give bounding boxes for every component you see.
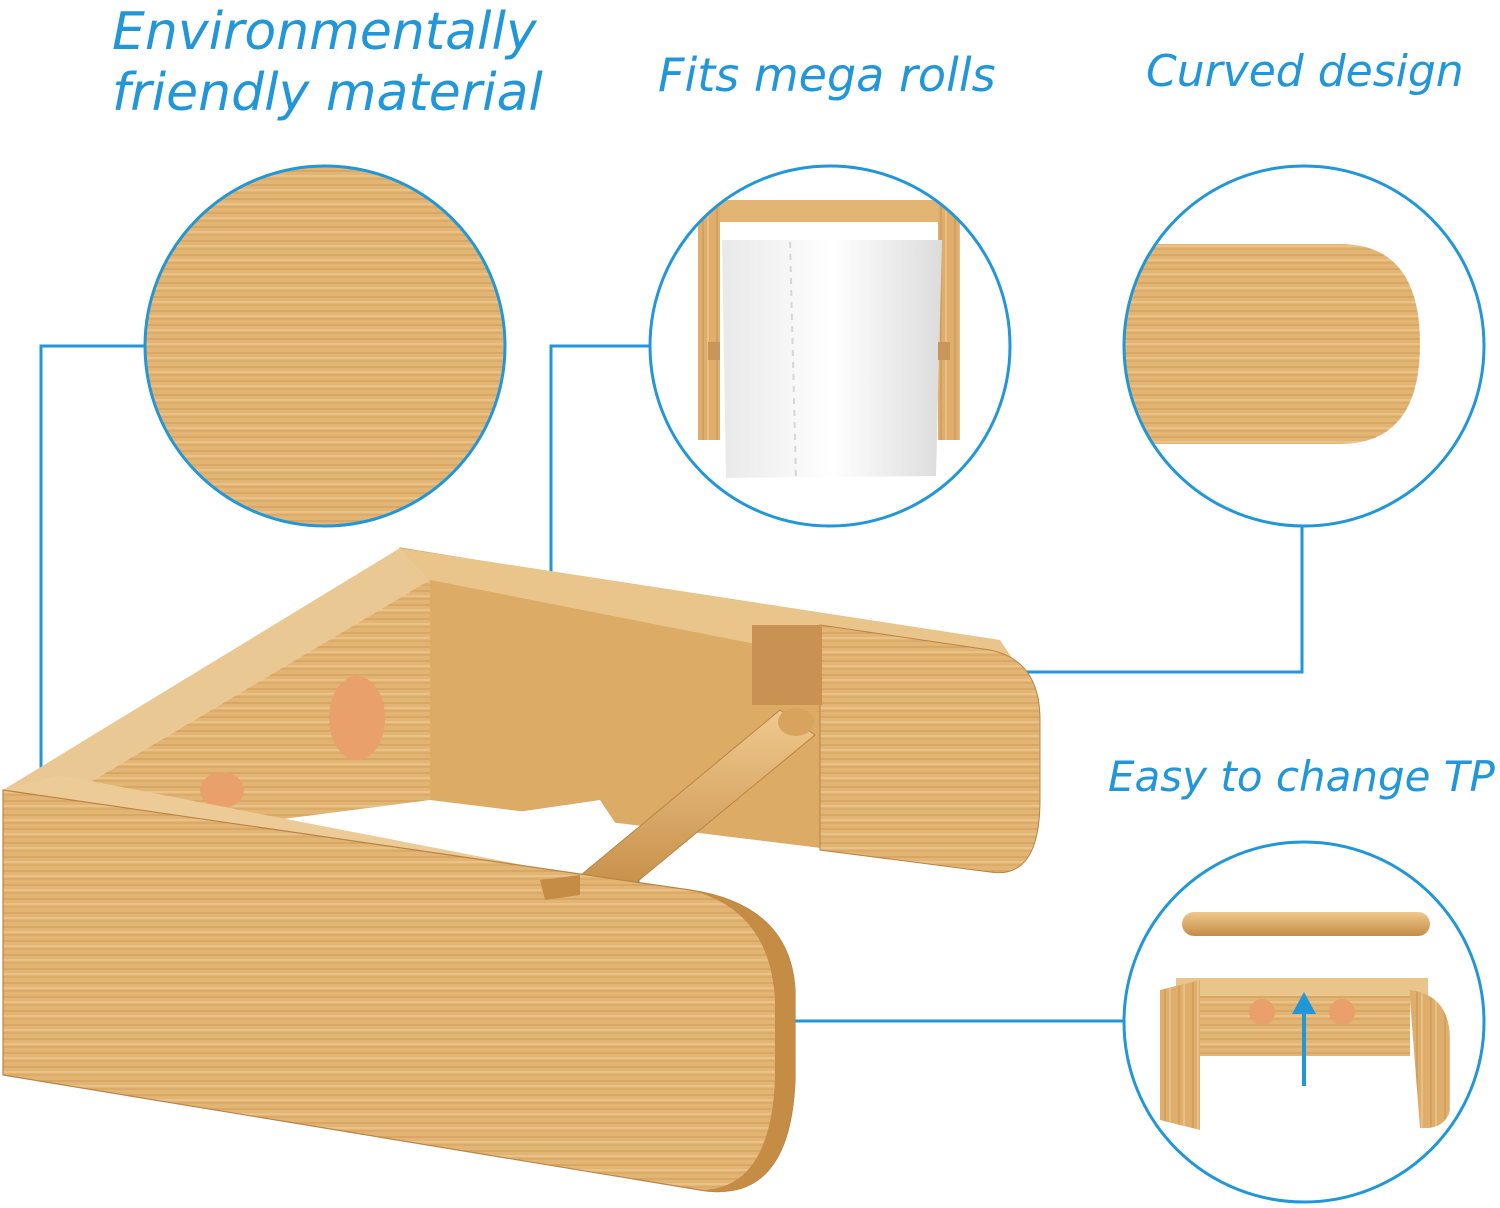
- bamboo-holder: [2, 547, 1041, 1193]
- connector-material: [39, 344, 145, 912]
- material-closeup: [143, 164, 507, 528]
- feature-label-mega-rolls: Fits mega rolls: [658, 48, 996, 102]
- adhesive-pad: [200, 772, 244, 808]
- back-rod-slot: [752, 625, 822, 705]
- feature-label-curved-design: Curved design: [1146, 46, 1464, 97]
- easy-change-closeup: [1122, 840, 1486, 1204]
- removable-rod: [1182, 912, 1430, 936]
- feature-label-material: Environmentally friendly material: [112, 2, 543, 124]
- mega-roll-closeup: [648, 164, 1012, 528]
- curved-design-closeup: [1122, 164, 1486, 528]
- toilet-paper-roll: [722, 240, 942, 478]
- adhesive-pad: [329, 676, 385, 760]
- up-arrow-icon: [1292, 992, 1316, 1086]
- connector-curved: [988, 527, 1304, 674]
- feature-label-easy-change: Easy to change TP: [1108, 752, 1495, 801]
